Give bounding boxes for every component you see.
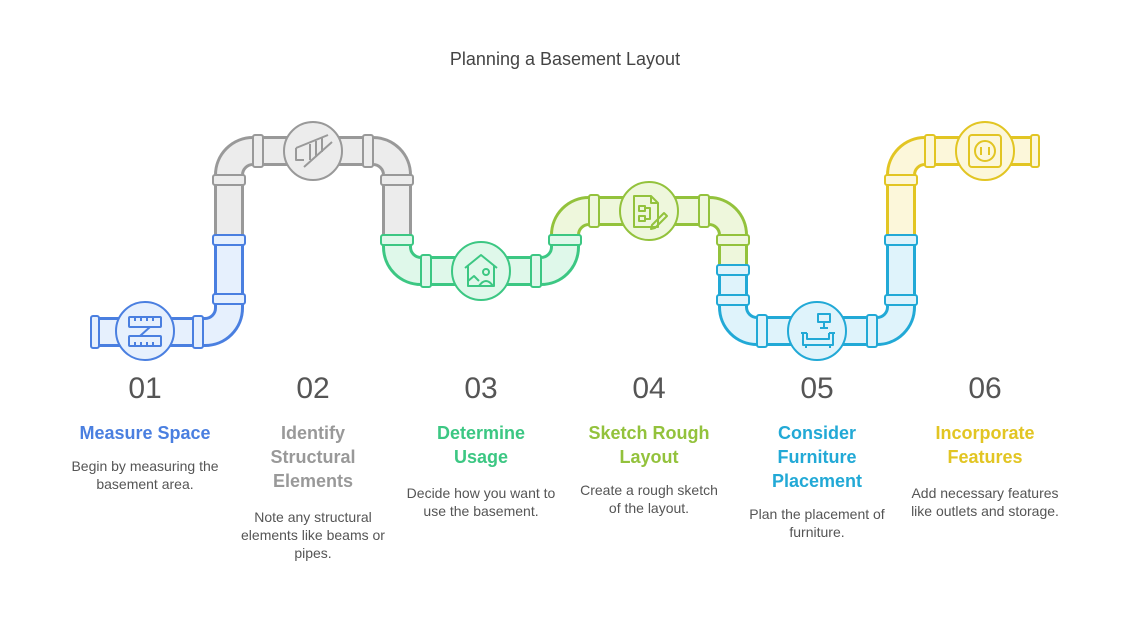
step-5-title: Consider Furniture Placement <box>771 423 863 491</box>
step-4-title: Sketch Rough Layout <box>588 423 710 467</box>
measuring-tape-icon <box>115 301 175 361</box>
step-2-title: Identify Structural Elements <box>270 423 356 491</box>
power-outlet-icon <box>955 121 1015 181</box>
step-2-description: Note any structural elements like beams … <box>241 509 385 561</box>
step-5-number: 05 <box>800 372 834 405</box>
step-2-number: 02 <box>296 372 330 405</box>
step-3-number: 03 <box>464 372 498 405</box>
step-3-description: Decide how you want to use the basement. <box>406 485 556 519</box>
document-sketch-icon <box>619 181 679 241</box>
step-6-number: 06 <box>968 372 1002 405</box>
step-4-description: Create a rough sketch of the layout. <box>580 482 718 516</box>
sofa-lamp-icon <box>787 301 847 361</box>
stairs-icon <box>283 121 343 181</box>
step-3-title: Determine Usage <box>436 423 526 467</box>
step-1-title: Measure Space <box>79 423 211 443</box>
step-5-description: Plan the placement of furniture. <box>749 506 885 540</box>
step-6-title: Incorporate Features <box>935 423 1035 467</box>
step-1-number: 01 <box>128 372 162 405</box>
diagram-title: Planning a Basement Layout <box>449 49 681 69</box>
step-6-description: Add necessary features like outlets and … <box>911 485 1059 519</box>
step-1-description: Begin by measuring the basement area. <box>71 458 219 492</box>
step-4-number: 04 <box>632 372 666 405</box>
house-person-icon <box>451 241 511 301</box>
